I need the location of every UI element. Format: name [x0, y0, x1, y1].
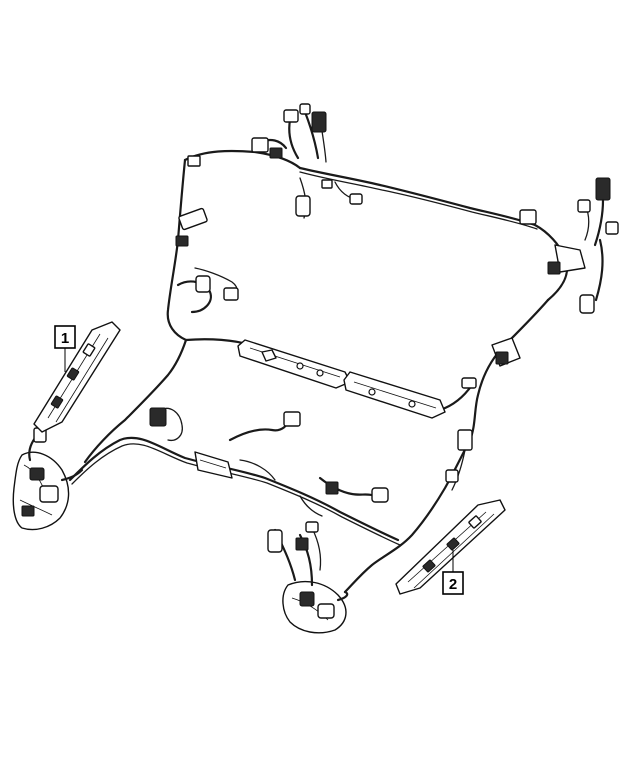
top-left-attachments — [175, 155, 239, 314]
callout-2-label: 2 — [449, 576, 457, 593]
middle-lower-connectors — [149, 407, 389, 517]
mid-right-attachments — [445, 337, 521, 491]
left-seat-harness-assembly — [12, 427, 84, 531]
cross-beam-module-left — [237, 339, 351, 389]
top-connector-cluster — [251, 103, 363, 219]
callout-1: 1 — [54, 325, 76, 372]
part-2-sill-harness — [395, 499, 506, 595]
top-right-connectors — [519, 177, 619, 314]
right-seat-harness-assembly — [267, 521, 349, 634]
callout-2-box — [442, 571, 464, 595]
part-1-sill-harness — [33, 321, 121, 433]
callout-1-label: 1 — [61, 330, 69, 347]
callout-1-box — [54, 325, 76, 349]
cross-beam-module-right — [343, 371, 446, 419]
callout-2: 2 — [442, 550, 464, 595]
